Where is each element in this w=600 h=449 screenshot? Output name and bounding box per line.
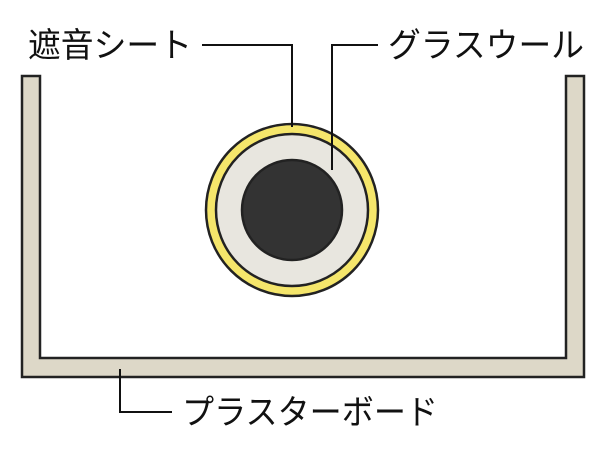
sound-barrier-sheet-label: 遮音シート [28, 26, 192, 66]
plasterboard-shape [20, 74, 586, 379]
glass-wool-label: グラスウール [388, 26, 584, 66]
glass-wool-leader-line [331, 44, 378, 170]
pipe-core [240, 158, 344, 262]
plasterboard-leader-line [119, 369, 172, 413]
wrapped-pipe [204, 122, 380, 298]
plasterboard-label: プラスターボード [182, 393, 438, 433]
sound-barrier-sheet-leader-line [202, 44, 293, 127]
